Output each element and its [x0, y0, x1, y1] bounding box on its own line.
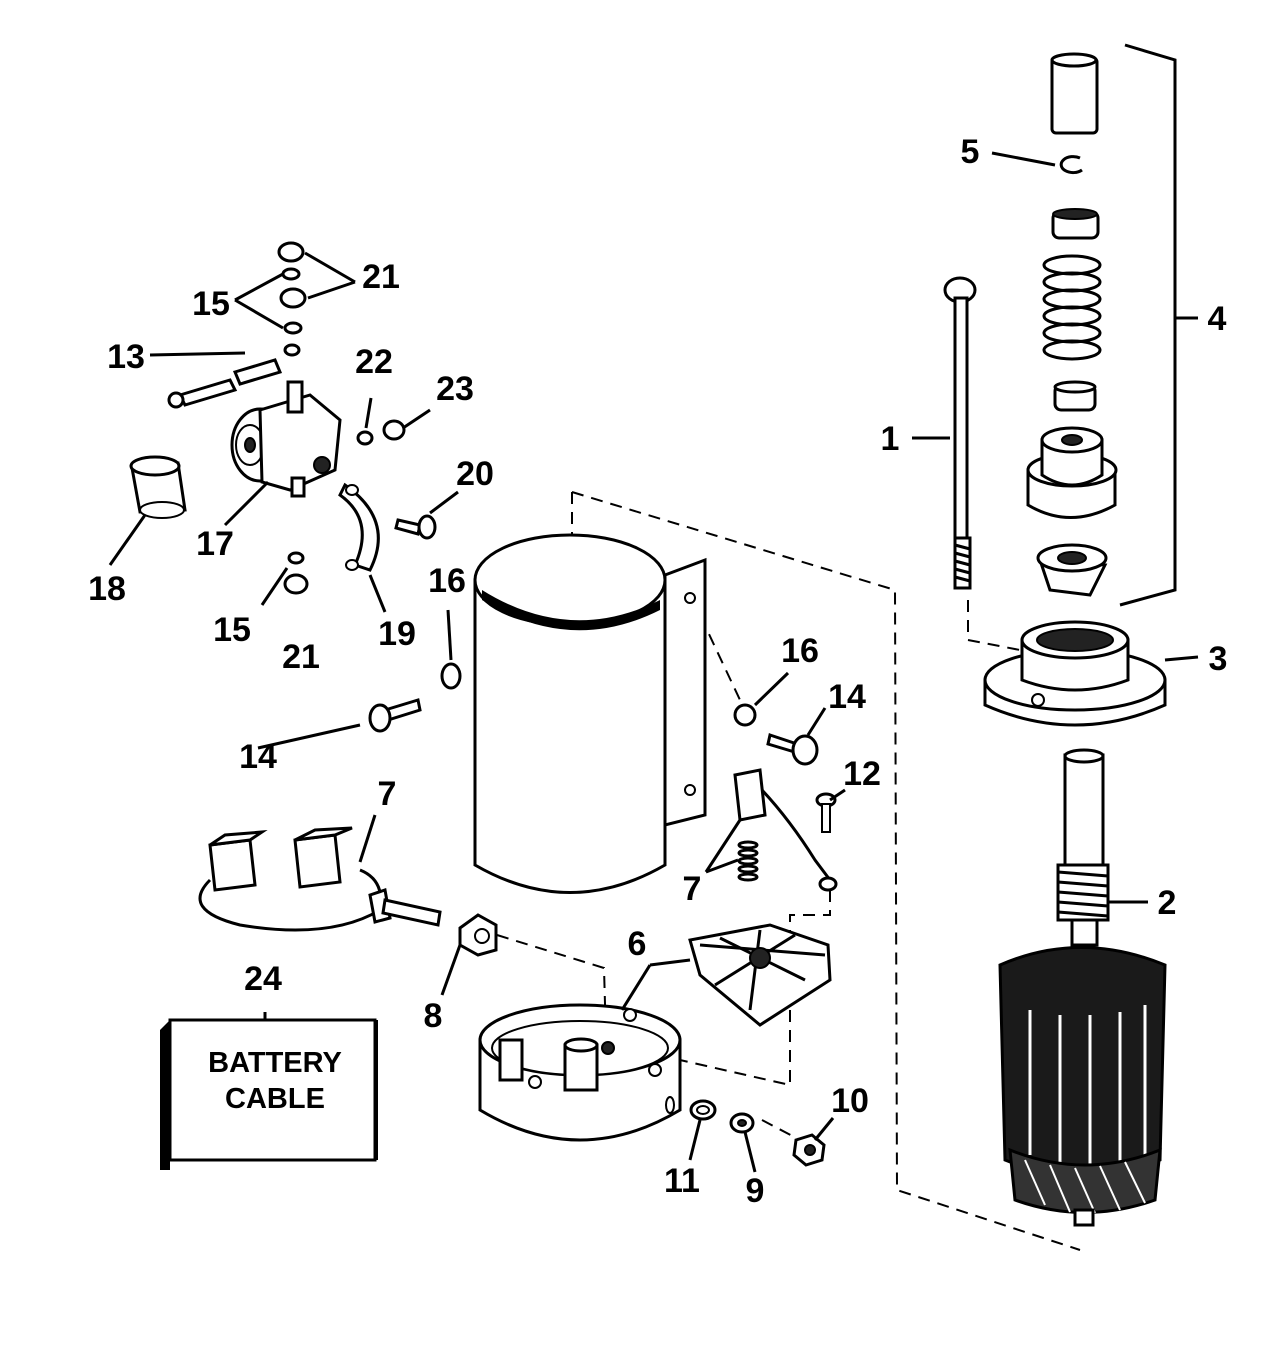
callout-8: 8 — [424, 997, 443, 1035]
callout-15-top: 15 — [192, 285, 230, 323]
callout-labels: 1 2 3 4 5 6 7 7 8 9 10 11 12 13 14 14 15… — [88, 133, 1227, 1210]
battery-label-line2: CABLE — [225, 1083, 325, 1115]
drive-assembly-bracket — [1119, 43, 1177, 607]
callout-14-right: 14 — [828, 678, 866, 716]
callout-22: 22 — [355, 343, 393, 381]
motor-frame — [473, 533, 707, 894]
callout-16-right: 16 — [781, 632, 819, 670]
terminal-bracket — [458, 913, 498, 957]
brush-plate — [688, 923, 832, 1027]
callout-7-right: 7 — [683, 870, 702, 908]
callout-24: 24 — [244, 960, 282, 998]
callout-12: 12 — [843, 755, 881, 793]
callout-20: 20 — [456, 455, 494, 493]
callout-15-bottom: 15 — [213, 611, 251, 649]
solenoid-group — [129, 241, 437, 595]
callout-17: 17 — [196, 525, 234, 563]
callout-14-left: 14 — [239, 738, 277, 776]
commutator-end-cap — [478, 1003, 682, 1142]
drive-assembly-parts — [1026, 52, 1118, 597]
callout-5: 5 — [961, 133, 980, 171]
brush-set-left — [198, 826, 442, 932]
through-bolt — [943, 276, 977, 590]
callout-21-top: 21 — [362, 258, 400, 296]
callout-7-left: 7 — [378, 775, 397, 813]
callout-13: 13 — [107, 338, 145, 376]
callout-2: 2 — [1158, 884, 1177, 922]
callout-21-bottom: 21 — [282, 638, 320, 676]
callout-18: 18 — [88, 570, 126, 608]
battery-label-line1: BATTERY — [208, 1047, 342, 1079]
callout-11: 11 — [664, 1162, 700, 1200]
callout-19: 19 — [378, 615, 416, 653]
callout-16-left: 16 — [428, 562, 466, 600]
terminal-hardware — [689, 1099, 826, 1167]
leader-lines — [108, 151, 1199, 1173]
callout-10: 10 — [831, 1082, 869, 1120]
battery-cable-box: BATTERY CABLE — [160, 1018, 378, 1170]
callout-4: 4 — [1208, 300, 1227, 338]
assembly-guide-lines — [496, 491, 1081, 1251]
armature — [998, 748, 1167, 1227]
callout-1: 1 — [881, 420, 900, 458]
brush-set-right — [733, 768, 838, 892]
frame-hardware — [368, 662, 837, 833]
callout-23: 23 — [436, 370, 474, 408]
callout-9: 9 — [746, 1172, 765, 1210]
drive-end-cap — [983, 620, 1167, 727]
callout-6: 6 — [628, 925, 647, 963]
callout-3: 3 — [1209, 640, 1228, 678]
